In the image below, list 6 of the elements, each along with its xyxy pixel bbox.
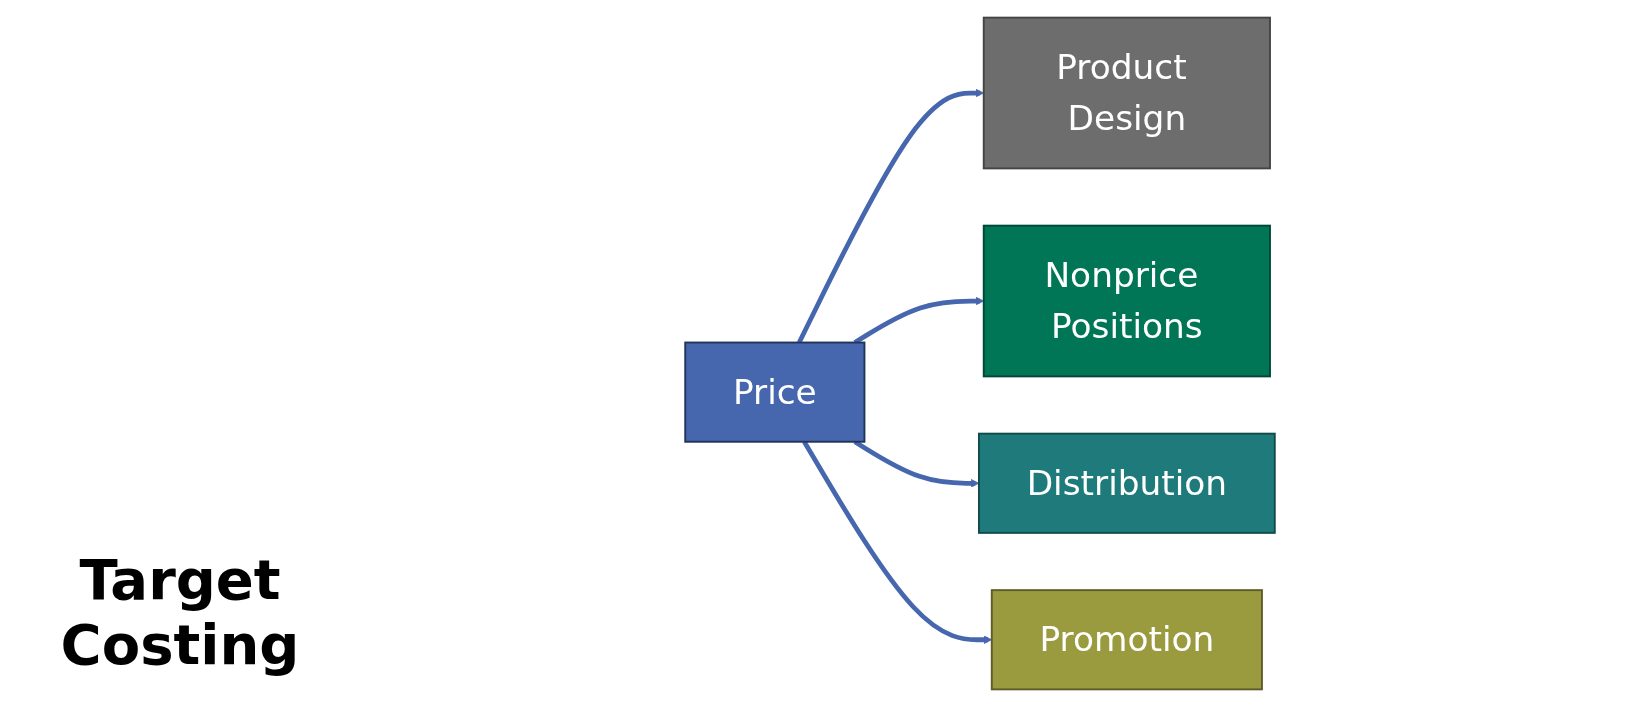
node-box: Nonprice Positions [982,224,1271,378]
node-box: Promotion [990,589,1263,691]
node-box: Price [684,341,866,443]
heading-label: Target Costing [59,548,301,677]
node-box: Product Design [982,16,1271,170]
node-box: Distribution [978,432,1276,534]
